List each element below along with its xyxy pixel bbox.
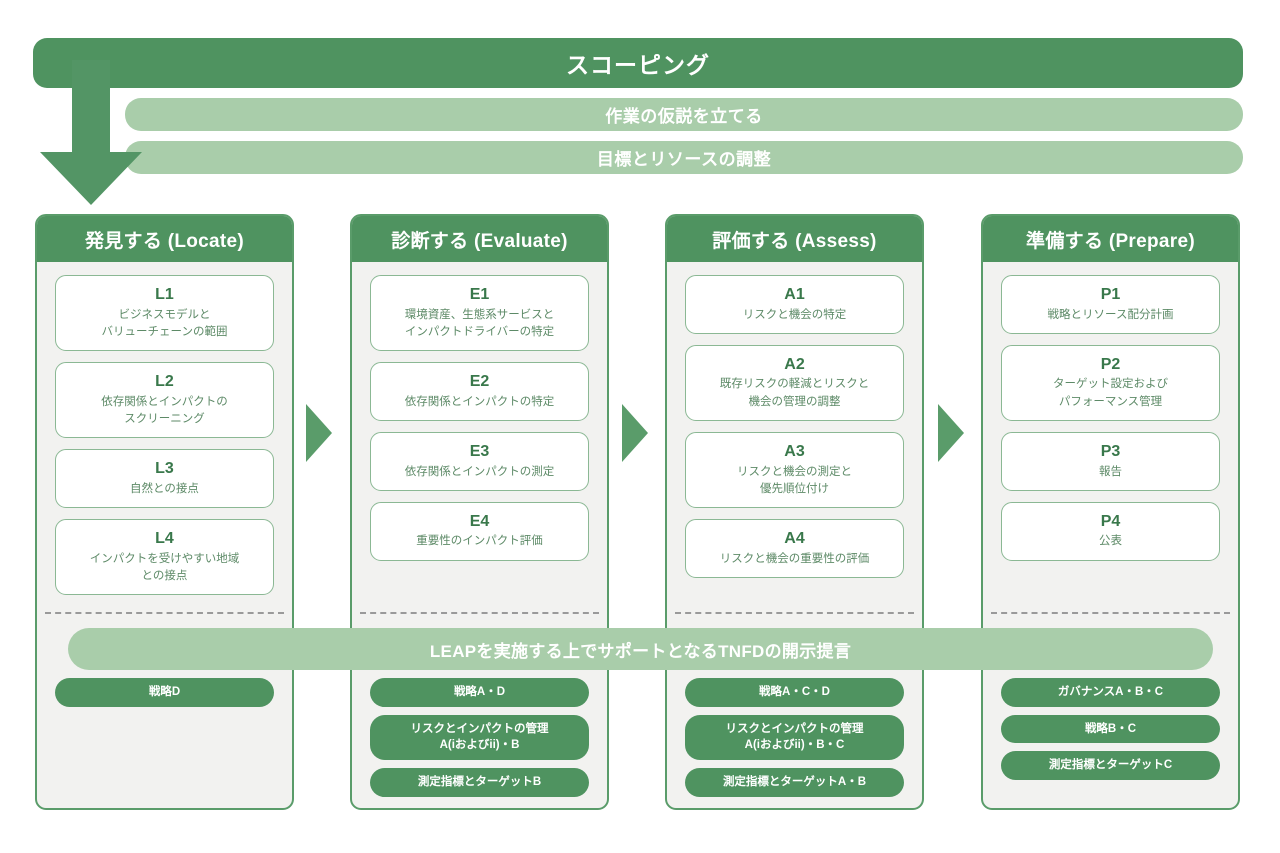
step-card[interactable]: P3 報告 [1001, 431, 1220, 491]
step-code: L3 [155, 460, 174, 478]
step-description: 依存関係とインパクトの スクリーニング [101, 395, 228, 425]
scoping-subbar-hypothesis-label: 作業の仮説を立てる [605, 107, 763, 126]
step-description: 報告 [1099, 465, 1122, 478]
step-description: リスクと機会の特定 [742, 308, 847, 321]
column-header-prepare: 準備する (Prepare) [983, 216, 1238, 262]
step-card[interactable]: A3 リスクと機会の測定と 優先順位付け [685, 431, 904, 509]
step-description: 環境資産、生態系サービスと インパクトドライバーの特定 [404, 308, 555, 338]
step-card[interactable]: A1 リスクと機会の特定 [685, 275, 904, 334]
step-code: E3 [469, 442, 490, 460]
step-card[interactable]: A2 既存リスクの軽減とリスクと 機会の管理の調整 [685, 344, 904, 421]
step-card[interactable]: E3 依存関係とインパクトの測定 [370, 431, 589, 491]
step-card[interactable]: E2 依存関係とインパクトの特定 [370, 362, 589, 421]
column-steps-prepare: P1 戦略とリソース配分計画 P2 ターゲット設定および パフォーマンス管理 P… [983, 262, 1238, 561]
step-card[interactable]: E4 重要性のインパクト評価 [370, 501, 589, 561]
disclosure-tag[interactable]: リスクとインパクトの管理 A(iおよびii)・B [370, 714, 589, 761]
disclosure-tag[interactable]: 測定指標とターゲットB [370, 768, 589, 797]
column-tags-locate: 戦略D [55, 678, 274, 707]
step-code: P4 [1100, 512, 1121, 530]
step-card[interactable]: L2 依存関係とインパクトの スクリーニング [55, 362, 274, 439]
column-title-assess: 評価する (Assess) [712, 230, 877, 252]
step-description: リスクと機会の重要性の評価 [719, 552, 870, 565]
step-code: A3 [784, 442, 805, 460]
disclosure-tag[interactable]: 戦略A・D [370, 678, 589, 707]
step-description: 重要性のインパクト評価 [416, 535, 543, 548]
step-code: E4 [469, 512, 490, 530]
disclosure-tag[interactable]: リスクとインパクトの管理 A(iおよびii)・B・C [685, 714, 904, 761]
disclosure-tag[interactable]: 戦略D [55, 678, 274, 707]
step-card[interactable]: A4 リスクと機会の重要性の評価 [685, 519, 904, 578]
step-code: L1 [155, 286, 174, 303]
column-divider [360, 612, 599, 614]
column-divider [675, 612, 914, 614]
step-description: 依存関係とインパクトの特定 [404, 395, 555, 408]
step-code: E2 [469, 373, 490, 391]
step-code: L2 [155, 373, 174, 391]
column-divider [991, 612, 1230, 614]
step-description: 自然との接点 [130, 482, 199, 495]
step-description: リスクと機会の測定と 優先順位付け [737, 465, 852, 495]
scoping-subbar-resources-label: 目標とリソースの調整 [596, 150, 772, 169]
column-steps-assess: A1 リスクと機会の特定 A2 既存リスクの軽減とリスクと 機会の管理の調整 A… [667, 262, 922, 578]
column-tags-assess: 戦略A・C・D リスクとインパクトの管理 A(iおよびii)・B・C 測定指標と… [685, 678, 904, 797]
column-header-locate: 発見する (Locate) [37, 216, 292, 262]
step-description: 依存関係とインパクトの測定 [404, 465, 555, 478]
step-code: P1 [1100, 286, 1121, 303]
step-description: ターゲット設定および パフォーマンス管理 [1053, 378, 1168, 408]
scoping-down-arrow-icon [40, 60, 142, 205]
column-header-evaluate: 診断する (Evaluate) [352, 216, 607, 262]
scoping-subbar-hypothesis: 作業の仮説を立てる [125, 98, 1243, 131]
step-card[interactable]: L3 自然との接点 [55, 449, 274, 509]
scoping-subbar-resources: 目標とリソースの調整 [125, 141, 1243, 174]
step-card[interactable]: P1 戦略とリソース配分計画 [1001, 275, 1220, 334]
step-card[interactable]: L4 インパクトを受けやすい地域 との接点 [55, 519, 274, 596]
disclosure-tag[interactable]: 測定指標とターゲットC [1001, 751, 1220, 781]
step-code: L4 [155, 530, 174, 548]
step-description: 公表 [1099, 535, 1122, 548]
column-header-assess: 評価する (Assess) [667, 216, 922, 262]
column-title-prepare: 準備する (Prepare) [1026, 230, 1195, 252]
disclosure-tag[interactable]: 戦略A・C・D [685, 678, 904, 707]
flow-arrow-right-icon [306, 404, 332, 462]
step-card[interactable]: L1 ビジネスモデルと バリューチェーンの範囲 [55, 275, 274, 352]
column-steps-locate: L1 ビジネスモデルと バリューチェーンの範囲 L2 依存関係とインパクトの ス… [37, 262, 292, 596]
step-description: インパクトを受けやすい地域 との接点 [89, 552, 240, 582]
step-code: E1 [469, 286, 490, 303]
step-description: ビジネスモデルと バリューチェーンの範囲 [101, 308, 228, 338]
leap-column-prepare: 準備する (Prepare) P1 戦略とリソース配分計画 P2 ターゲット設定… [981, 214, 1240, 810]
leap-column-assess: 評価する (Assess) A1 リスクと機会の特定 A2 既存リスクの軽減とリ… [665, 214, 924, 810]
flow-arrow-right-icon [622, 404, 648, 462]
column-tags-prepare: ガバナンスA・B・C 戦略B・C 測定指標とターゲットC [1001, 678, 1220, 781]
step-code: P3 [1100, 442, 1121, 460]
step-code: A1 [784, 286, 805, 303]
column-title-evaluate: 診断する (Evaluate) [391, 230, 568, 252]
column-steps-evaluate: E1 環境資産、生態系サービスと インパクトドライバーの特定 E2 依存関係とイ… [352, 262, 607, 561]
leap-support-banner: LEAPを実施する上でサポートとなるTNFDの開示提言 [68, 628, 1213, 670]
disclosure-tag[interactable]: 戦略B・C [1001, 714, 1220, 744]
step-card[interactable]: P2 ターゲット設定および パフォーマンス管理 [1001, 344, 1220, 421]
step-description: 戦略とリソース配分計画 [1047, 308, 1174, 321]
step-code: A2 [784, 355, 805, 373]
step-code: A4 [784, 530, 805, 548]
disclosure-tag[interactable]: ガバナンスA・B・C [1001, 678, 1220, 707]
column-title-locate: 発見する (Locate) [84, 230, 245, 252]
scoping-header-bar: スコーピング [33, 38, 1243, 88]
scoping-title: スコーピング [566, 52, 710, 78]
step-code: P2 [1100, 355, 1121, 373]
step-description: 既存リスクの軽減とリスクと 機会の管理の調整 [719, 378, 870, 408]
disclosure-tag[interactable]: 測定指標とターゲットA・B [685, 768, 904, 797]
column-divider [45, 612, 284, 614]
flow-arrow-right-icon [938, 404, 964, 462]
step-card[interactable]: P4 公表 [1001, 501, 1220, 561]
leap-column-locate: 発見する (Locate) L1 ビジネスモデルと バリューチェーンの範囲 L2… [35, 214, 294, 810]
column-tags-evaluate: 戦略A・D リスクとインパクトの管理 A(iおよびii)・B 測定指標とターゲッ… [370, 678, 589, 797]
leap-support-banner-label: LEAPを実施する上でサポートとなるTNFDの開示提言 [429, 641, 852, 661]
step-card[interactable]: E1 環境資産、生態系サービスと インパクトドライバーの特定 [370, 275, 589, 352]
leap-column-evaluate: 診断する (Evaluate) E1 環境資産、生態系サービスと インパクトドラ… [350, 214, 609, 810]
